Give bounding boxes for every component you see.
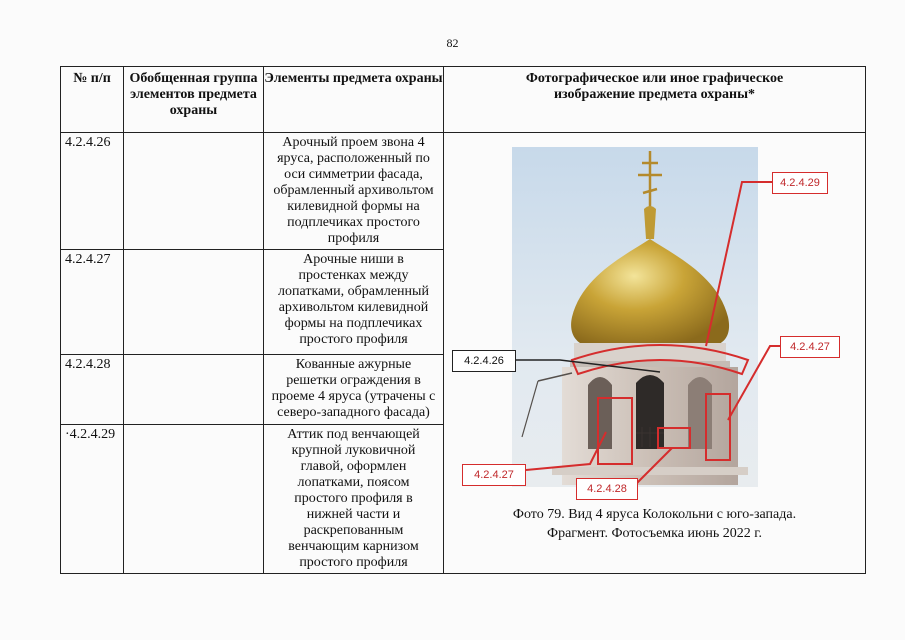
header-group: Обобщенная группа элементов предмета охр… bbox=[123, 66, 264, 133]
row-group bbox=[123, 354, 264, 425]
header-elements: Элементы предмета охраны bbox=[263, 66, 444, 133]
callout-4-2-4-28: 4.2.4.28 bbox=[576, 478, 638, 500]
row-element-text: Аттик под венчающей крупной луковичной г… bbox=[263, 424, 444, 574]
row-element-text: Кованные ажурные решетки ограждения в пр… bbox=[263, 354, 444, 425]
row-num: 4.2.4.27 bbox=[60, 249, 124, 355]
table-row: ·4.2.4.29 Аттик под венчающей крупной лу… bbox=[60, 424, 866, 574]
caption-line-1: Фото 79. Вид 4 яруса Колокольни с юго-за… bbox=[512, 507, 797, 522]
callout-4-2-4-26: 4.2.4.26 bbox=[452, 350, 516, 372]
row-group bbox=[123, 424, 264, 574]
bell-tower-illustration bbox=[521, 151, 748, 485]
header-image: Фотографическое или иное графическое изо… bbox=[443, 66, 866, 133]
row-group bbox=[123, 249, 264, 355]
row-group bbox=[123, 132, 264, 250]
header-num: № п/п bbox=[60, 66, 124, 133]
callout-4-2-4-29: 4.2.4.29 bbox=[772, 172, 828, 194]
bell-tower-photo bbox=[512, 147, 758, 487]
callout-4-2-4-27-left: 4.2.4.27 bbox=[462, 464, 526, 486]
row-element-text: Арочные ниши в простенках между лопаткам… bbox=[263, 249, 444, 355]
page-number: 82 bbox=[446, 36, 459, 50]
callout-4-2-4-27-right: 4.2.4.27 bbox=[780, 336, 840, 358]
table-row: 4.2.4.27 Арочные ниши в простенках между… bbox=[60, 249, 866, 355]
cross-icon bbox=[638, 151, 662, 209]
table-header-row: № п/п Обобщенная группа элементов предме… bbox=[60, 66, 866, 133]
table-row: 4.2.4.26 Арочный проем звона 4 яруса, ра… bbox=[60, 132, 866, 574]
photo-caption: Фото 79. Вид 4 яруса Колокольни с юго-за… bbox=[444, 505, 865, 543]
protection-table: № п/п Обобщенная группа элементов предме… bbox=[60, 66, 866, 574]
row-num: 4.2.4.26 bbox=[60, 132, 124, 250]
row-element-text: Арочный проем звона 4 яруса, расположенн… bbox=[263, 132, 444, 250]
row-num: ·4.2.4.29 bbox=[60, 424, 124, 574]
caption-line-2: Фрагмент. Фотосъемка июнь 2022 г. bbox=[547, 526, 762, 541]
row-num: 4.2.4.28 bbox=[60, 354, 124, 425]
